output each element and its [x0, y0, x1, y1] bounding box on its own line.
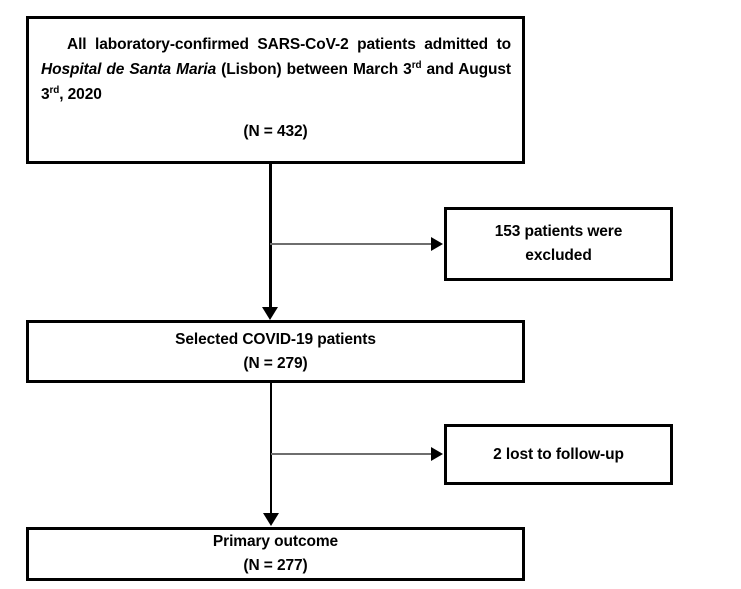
connector-branch-excluded: [270, 243, 433, 245]
cohort-ordinal-suffix-1: rd: [411, 59, 422, 71]
cohort-hospital-name: Hospital de Santa Maria: [41, 61, 217, 79]
cohort-text-part-4: , 2020: [59, 86, 102, 104]
connector-branch-lost: [271, 453, 433, 455]
node-primary-count: (N = 277): [243, 557, 308, 574]
node-excluded-line-1: 153 patients were: [494, 223, 623, 241]
node-lost-label: 2 lost to follow-up: [493, 445, 624, 463]
node-cohort-count: (N = 432): [243, 123, 308, 141]
node-excluded-line-2: excluded: [525, 247, 592, 264]
cohort-text-part-3: and August 3: [41, 61, 511, 104]
arrowhead-branch-excluded: [431, 237, 443, 251]
connector-selected-to-primary: [270, 383, 272, 515]
arrowhead-cohort-to-selected: [262, 307, 278, 320]
arrowhead-branch-lost: [431, 447, 443, 461]
node-cohort: All laboratory-confirmed SARS-CoV-2 pati…: [26, 16, 525, 164]
node-selected-label: Selected COVID-19 patients: [175, 330, 376, 348]
node-cohort-description: All laboratory-confirmed SARS-CoV-2 pati…: [29, 32, 522, 107]
node-selected: Selected COVID-19 patients (N = 279): [26, 320, 525, 383]
node-excluded: 153 patients were excluded: [444, 207, 673, 281]
node-selected-count: (N = 279): [243, 354, 308, 372]
cohort-text-part-1: All laboratory-confirmed SARS-CoV-2 pati…: [67, 36, 511, 53]
node-primary-outcome: Primary outcome (N = 277): [26, 527, 525, 581]
arrowhead-selected-to-primary: [263, 513, 279, 526]
cohort-text-part-2: (Lisbon) between March 3: [216, 61, 412, 79]
cohort-ordinal-suffix-2: rd: [49, 85, 60, 97]
connector-cohort-to-selected: [269, 164, 272, 309]
node-lost-to-followup: 2 lost to follow-up: [444, 424, 673, 485]
node-primary-label: Primary outcome: [212, 533, 339, 551]
